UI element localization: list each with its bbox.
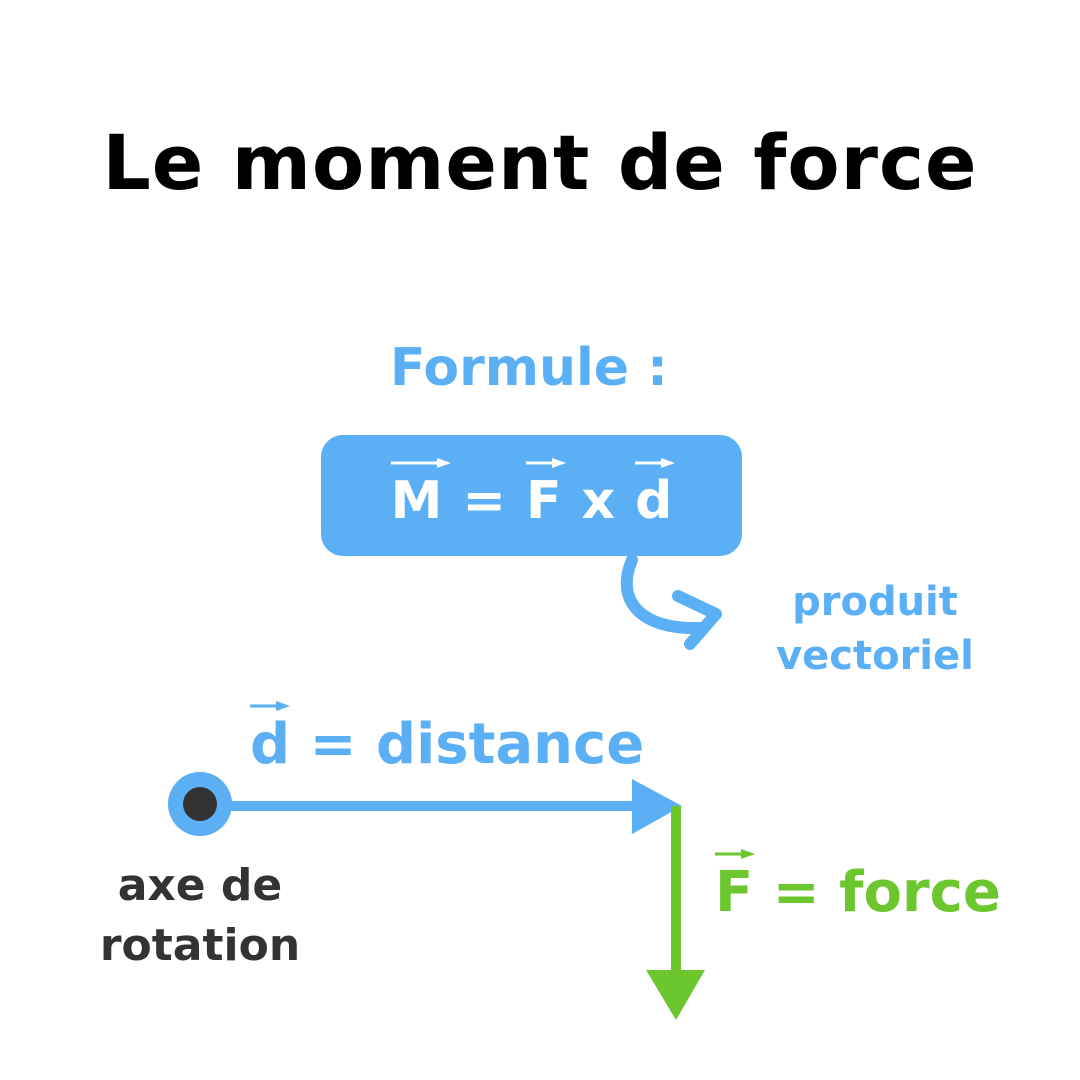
force-vector: F (526, 457, 566, 531)
distance-label-vector: d (250, 701, 291, 777)
equals-sign: = (462, 470, 506, 531)
formula-label: Formule : (390, 338, 668, 398)
formula-box: M = F x d (321, 435, 742, 556)
moment-symbol: M (390, 470, 443, 531)
produit-line2: vectoriel (776, 633, 974, 679)
force-label: F = force (715, 849, 1001, 925)
distance-arrow (210, 779, 682, 834)
distance-label-text: = distance (309, 712, 645, 777)
curved-arrow-icon (620, 554, 722, 650)
axis-line1: axe de (117, 860, 283, 911)
vector-arrow-icon (635, 457, 676, 468)
rotation-axis-label: axe de rotation (80, 856, 320, 976)
rotation-axis-point (168, 772, 232, 836)
vector-arrow-icon (715, 849, 755, 859)
distance-label: d = distance (250, 701, 645, 777)
formula-expression: M = F x d (321, 435, 742, 556)
force-label-vector: F (715, 849, 755, 925)
page-title: Le moment de force (102, 118, 978, 207)
moment-vector: M (390, 457, 451, 531)
force-label-symbol: F (715, 860, 754, 925)
distance-vector: d (635, 457, 676, 531)
force-symbol: F (526, 470, 562, 531)
vector-arrow-icon (390, 457, 451, 468)
times-sign: x (581, 470, 616, 531)
produit-vectoriel-label: produit vectoriel (770, 575, 980, 683)
distance-label-symbol: d (250, 712, 291, 777)
axis-line2: rotation (99, 920, 301, 971)
force-label-text: = force (772, 860, 1001, 925)
vector-arrow-icon (250, 701, 290, 711)
vector-arrow-icon (526, 457, 566, 468)
distance-symbol: d (635, 470, 673, 531)
force-arrow (646, 806, 705, 1020)
produit-line1: produit (792, 579, 958, 625)
